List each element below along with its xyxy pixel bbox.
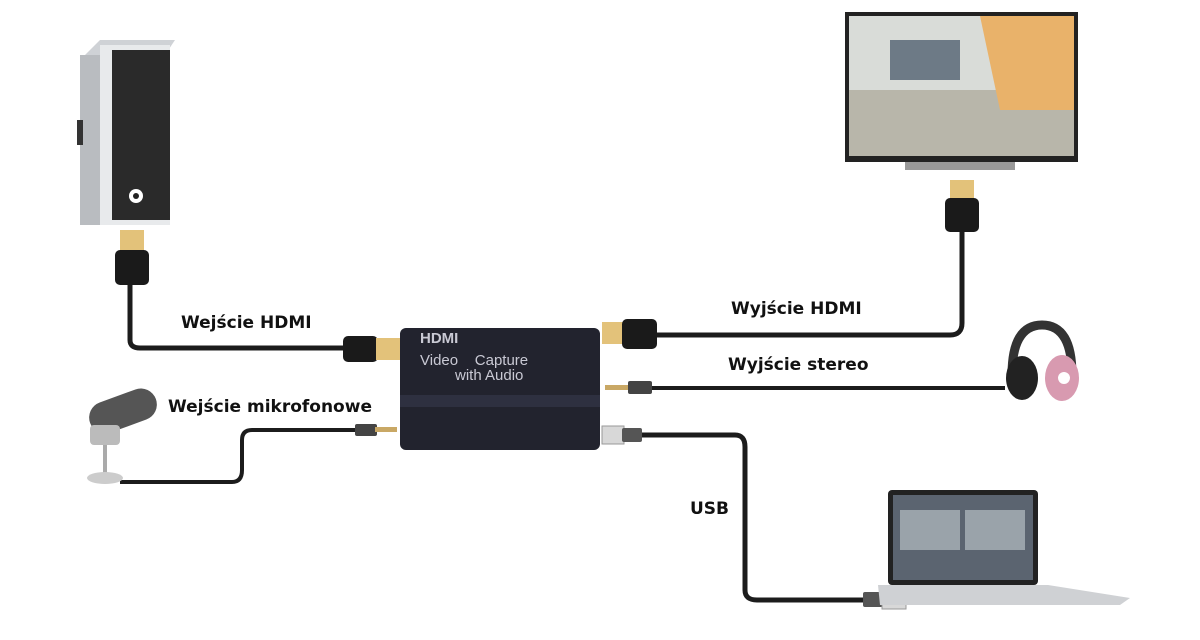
label-stereo-out: Wyjście stereo (728, 355, 869, 375)
hdmi-out-cable (655, 230, 965, 338)
headphones-icon (1006, 320, 1079, 401)
hdmi-logo: HDMI (420, 330, 458, 347)
usb-cable (640, 432, 865, 603)
cables (120, 230, 1005, 603)
audio-jack-icon (355, 424, 397, 436)
hdmi-plug-icon (602, 319, 657, 349)
device-label-line2: with Audio (454, 367, 523, 384)
label-usb: USB (690, 499, 730, 519)
hdmi-plug-icon (945, 180, 979, 232)
label-hdmi-in: Wejście HDMI (181, 313, 312, 333)
hdmi-in-cable (127, 285, 345, 351)
pc-tower-icon (77, 40, 175, 225)
tv-icon (845, 12, 1078, 170)
microphone-icon (87, 388, 157, 484)
label-mic-in: Wejście mikrofonowe (168, 397, 372, 417)
hdmi-plug-icon (343, 336, 400, 362)
laptop-icon (878, 490, 1130, 605)
video-capture-device: HDMI Video Capture with Audio (400, 328, 600, 450)
mic-cable (120, 428, 355, 484)
device-label-line1: Video Capture (420, 352, 528, 369)
label-hdmi-out: Wyjście HDMI (731, 299, 862, 319)
usb-plug-icon (601, 425, 642, 445)
hdmi-plug-icon (115, 230, 149, 285)
audio-jack-icon (605, 381, 652, 394)
